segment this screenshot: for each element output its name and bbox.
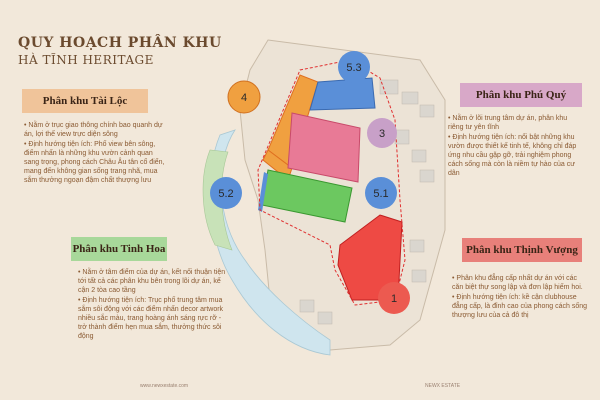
footer-website: www.newxestate.com (140, 383, 189, 389)
svg-text:3: 3 (379, 128, 385, 140)
zone-phu-quy-area (287, 112, 361, 183)
zone-label-phu-quy: Phân khu Phú Quý (460, 83, 582, 107)
svg-text:5.2: 5.2 (218, 188, 233, 200)
footer-brand: NEWX ESTATE (425, 383, 461, 389)
marker-1 (378, 282, 410, 314)
marker-3 (367, 118, 397, 148)
marker-5-3 (338, 51, 370, 83)
svg-text:4: 4 (241, 92, 247, 104)
svg-text:1: 1 (391, 293, 397, 305)
marker-5-1 (365, 177, 397, 209)
zone-label-thinh-vuong: Phân khu Thịnh Vượng (462, 238, 582, 262)
marker-5-2 (210, 177, 242, 209)
page-subtitle: HÀ TĨNH HERITAGE (18, 53, 154, 67)
plot-5-3 (309, 77, 376, 111)
svg-text:5.1: 5.1 (373, 188, 388, 200)
neighborhood-blocks (299, 79, 435, 325)
zone-label-tai-loc: Phân khu Tài Lộc (22, 89, 148, 113)
svg-text:5.3: 5.3 (346, 62, 361, 74)
zone-desc-tinh-hoa: Nằm ở tâm điểm của dự án, kết nối thuận … (78, 268, 226, 342)
zone-desc-phu-quy: Nằm ở lõi trung tâm dự án, phân khu riên… (448, 114, 584, 179)
zone-label-tinh-hoa: Phân khu Tinh Hoa (71, 237, 167, 261)
page-title: QUY HOẠCH PHÂN KHU (18, 35, 222, 51)
zone-desc-tai-loc: Nằm ở trục giao thông chính bao quanh dự… (24, 121, 166, 186)
marker-4 (227, 80, 261, 114)
zone-desc-thinh-vuong: Phân khu đẳng cấp nhất dự án với các căn… (452, 274, 588, 321)
